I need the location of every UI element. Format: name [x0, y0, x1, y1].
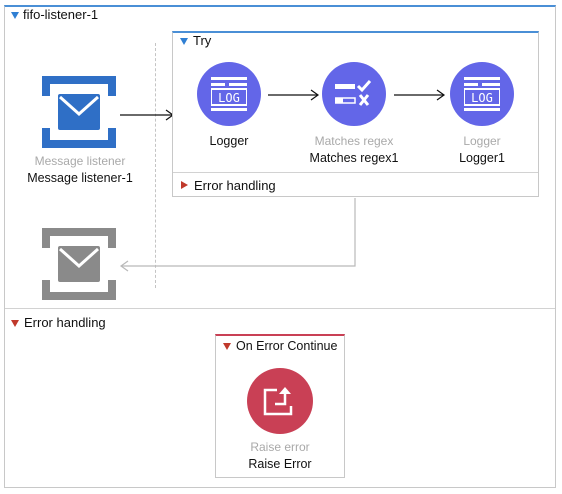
- connector-arrow: [268, 89, 320, 101]
- flow-error-handling-toggle[interactable]: [11, 320, 19, 327]
- try-title: Try: [193, 33, 212, 48]
- envelope-icon: ⇄: [42, 76, 116, 148]
- message-listener-source[interactable]: ⇄: [42, 76, 116, 148]
- logger1-processor[interactable]: LOG: [450, 62, 514, 126]
- raise-error-name-label: Raise Error: [248, 457, 312, 471]
- logger1-name-label: Logger1: [459, 151, 505, 165]
- try-error-divider: [173, 172, 538, 173]
- flow-error-divider: [5, 308, 555, 309]
- matches-regex-name-label: Matches regex1: [309, 151, 399, 165]
- flow-collapse-toggle[interactable]: [11, 12, 19, 19]
- return-connector-arrow: [119, 198, 356, 272]
- svg-text:⇄: ⇄: [75, 132, 83, 142]
- flow-error-handling-label: Error handling: [24, 315, 106, 330]
- log-icon: LOG: [211, 77, 247, 111]
- connector-arrow: [394, 89, 446, 101]
- matches-regex-type-label: Matches regex: [314, 134, 394, 148]
- matches-regex-processor[interactable]: [322, 62, 386, 126]
- source-name-label: Message listener-1: [27, 171, 133, 185]
- svg-text:LOG: LOG: [471, 91, 493, 105]
- log-icon: LOG: [464, 77, 500, 111]
- raise-error-type-label: Raise error: [250, 440, 310, 454]
- envelope-icon: [42, 228, 116, 300]
- on-error-continue-toggle[interactable]: [223, 343, 231, 350]
- try-error-handling-toggle[interactable]: [181, 181, 188, 189]
- logger-name-label: Logger: [209, 134, 249, 148]
- source-type-label: Message listener: [34, 154, 126, 168]
- check-cross-icon: [335, 80, 372, 106]
- raise-error-processor[interactable]: [247, 368, 313, 434]
- source-divider: [155, 43, 156, 288]
- connector-arrow: [120, 109, 175, 121]
- message-listener-response[interactable]: [42, 228, 116, 300]
- flow-title: fifo-listener-1: [23, 7, 99, 22]
- svg-text:LOG: LOG: [218, 91, 240, 105]
- logger1-type-label: Logger: [463, 134, 501, 148]
- try-collapse-toggle[interactable]: [180, 38, 188, 45]
- raise-error-icon: [263, 387, 293, 416]
- try-error-handling-label: Error handling: [194, 178, 276, 193]
- on-error-continue-title: On Error Continue: [236, 339, 338, 353]
- logger-processor[interactable]: LOG: [197, 62, 261, 126]
